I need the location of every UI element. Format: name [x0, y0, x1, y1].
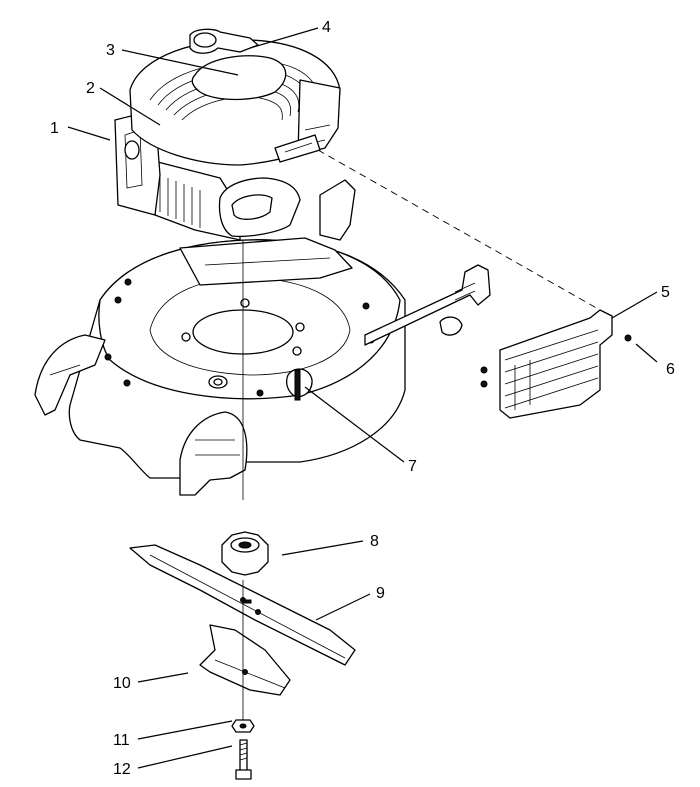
callout-7: 7	[408, 458, 417, 475]
callout-4: 4	[322, 19, 331, 36]
callout-8: 8	[370, 533, 379, 550]
engine	[114, 28, 341, 500]
callout-10: 10	[113, 675, 131, 692]
callout-5: 5	[661, 284, 670, 301]
rear-shield	[317, 149, 613, 419]
callout-2: 2	[86, 80, 95, 97]
callout-3: 3	[106, 42, 115, 59]
nut	[231, 719, 255, 733]
callout-11: 11	[113, 732, 130, 749]
callouts: 1 2 3 4 5 6 7 8 9 10 11 12	[50, 19, 675, 778]
screws	[480, 334, 632, 388]
callout-12: 12	[113, 761, 131, 778]
callout-6: 6	[666, 361, 675, 378]
blade-stiffener	[199, 624, 291, 696]
bolt	[235, 739, 252, 780]
blade-adapter	[221, 531, 269, 576]
mower-deck	[34, 179, 491, 496]
callout-1: 1	[50, 120, 59, 137]
leader-lines	[67, 27, 658, 769]
callout-9: 9	[376, 585, 385, 602]
